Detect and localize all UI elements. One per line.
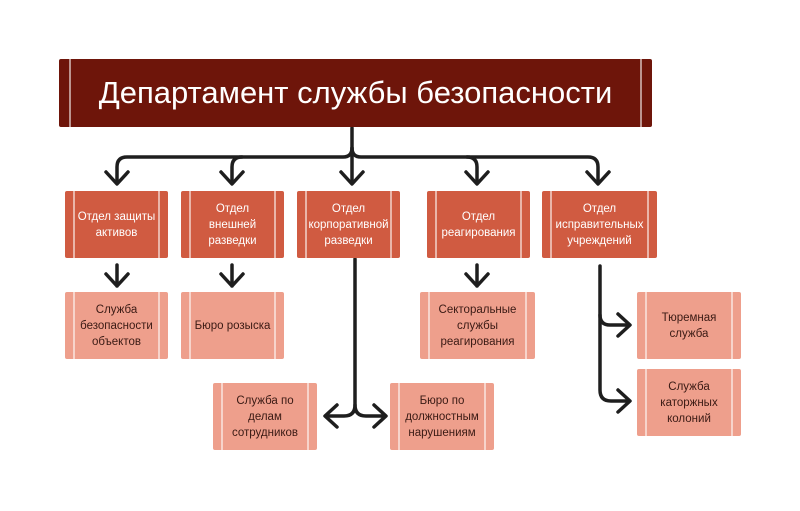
dept-label: Отдел корпоративной разведки [308,202,389,247]
unit-misconduct-bureau[interactable]: Бюро по должностным нарушениям [390,383,494,450]
root-title: Департамент службы безопасности [98,75,613,110]
root-connector [115,126,600,185]
unit-facility-security[interactable]: Служба безопасности объектов [65,292,168,359]
dept-corrections[interactable]: Отдел исправительных учреждений [542,191,657,258]
dept-external-intelligence[interactable]: Отдел внешней разведки [181,191,284,258]
dept-corporate-intelligence[interactable]: Отдел корпоративной разведки [297,191,400,258]
arrow-heads-level2 [104,170,611,186]
unit-label: Секторальные службы реагирования [438,303,517,348]
unit-label: Бюро розыска [194,319,271,332]
dept-label: Отдел внешней разведки [208,202,257,247]
unit-label: Служба каторжных колоний [660,380,718,425]
arrows-level3 [104,263,490,288]
corporate-split-arrow [323,257,388,429]
dept-label: Отдел реагирования [441,210,516,239]
dept-label: Отдел защиты активов [77,210,156,239]
root-department-box[interactable]: Департамент службы безопасности [59,59,652,127]
unit-prison-service[interactable]: Тюремная служба [637,292,741,359]
unit-label: Тюремная служба [661,311,717,340]
unit-label: Служба по делам сотрудников [231,394,299,439]
unit-label: Служба безопасности объектов [80,303,153,348]
unit-sector-response[interactable]: Секторальные службы реагирования [420,292,535,359]
dept-asset-protection[interactable]: Отдел защиты активов [65,191,168,258]
unit-search-bureau[interactable]: Бюро розыска [181,292,284,359]
unit-penal-colonies[interactable]: Служба каторжных колоний [637,369,741,436]
dept-label: Отдел исправительных учреждений [555,202,644,247]
dept-response[interactable]: Отдел реагирования [427,191,530,258]
unit-employee-affairs[interactable]: Служба по делам сотрудников [213,383,317,450]
unit-label: Бюро по должностным нарушениям [405,394,479,439]
corrections-branch-arrow [598,264,632,414]
